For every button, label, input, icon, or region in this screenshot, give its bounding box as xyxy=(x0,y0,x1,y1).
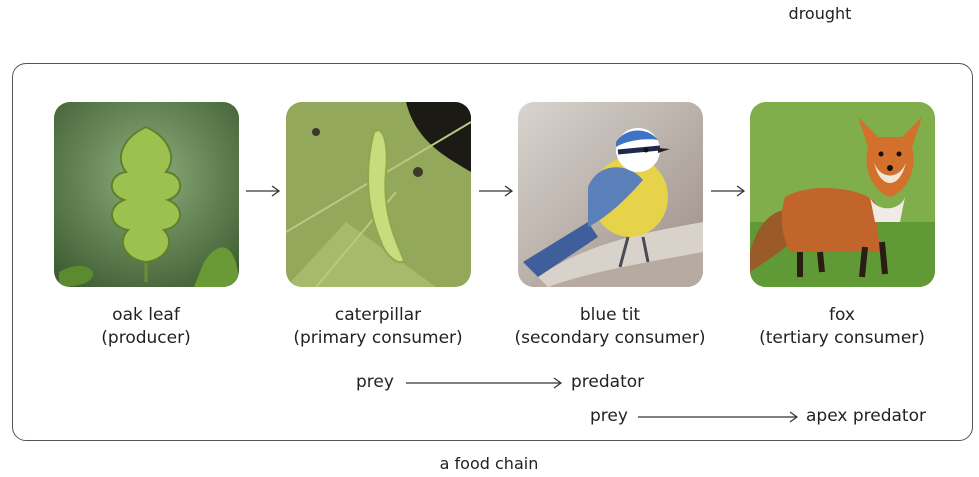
organism-role: (tertiary consumer) xyxy=(722,327,962,350)
relation-2-arrow xyxy=(636,407,800,427)
flow-arrow-3 xyxy=(710,181,746,201)
flow-arrow-1 xyxy=(245,181,281,201)
diagram-caption: a food chain xyxy=(389,454,589,473)
organism-role: (producer) xyxy=(26,327,266,350)
organism-label-oak-leaf: oak leaf (producer) xyxy=(26,304,266,350)
relation-1-predator: predator xyxy=(571,372,644,392)
organism-name: caterpillar xyxy=(258,304,498,327)
flow-arrow-2 xyxy=(478,181,514,201)
relation-1-prey: prey xyxy=(356,372,394,392)
organism-name: fox xyxy=(722,304,962,327)
organism-name: oak leaf xyxy=(26,304,266,327)
organism-role: (primary consumer) xyxy=(258,327,498,350)
relation-1-arrow xyxy=(404,373,564,393)
relation-2-apex-predator: apex predator xyxy=(806,406,926,426)
organism-label-caterpillar: caterpillar (primary consumer) xyxy=(258,304,498,350)
organism-label-fox: fox (tertiary consumer) xyxy=(722,304,962,350)
organism-name: blue tit xyxy=(490,304,730,327)
caterpillar-image xyxy=(286,102,471,287)
blue-tit-image xyxy=(518,102,703,287)
fox-image xyxy=(750,102,935,287)
organism-label-blue-tit: blue tit (secondary consumer) xyxy=(490,304,730,350)
oak-leaf-image xyxy=(54,102,239,287)
relation-2-prey: prey xyxy=(590,406,628,426)
organism-role: (secondary consumer) xyxy=(490,327,730,350)
drought-label: drought xyxy=(760,4,880,23)
